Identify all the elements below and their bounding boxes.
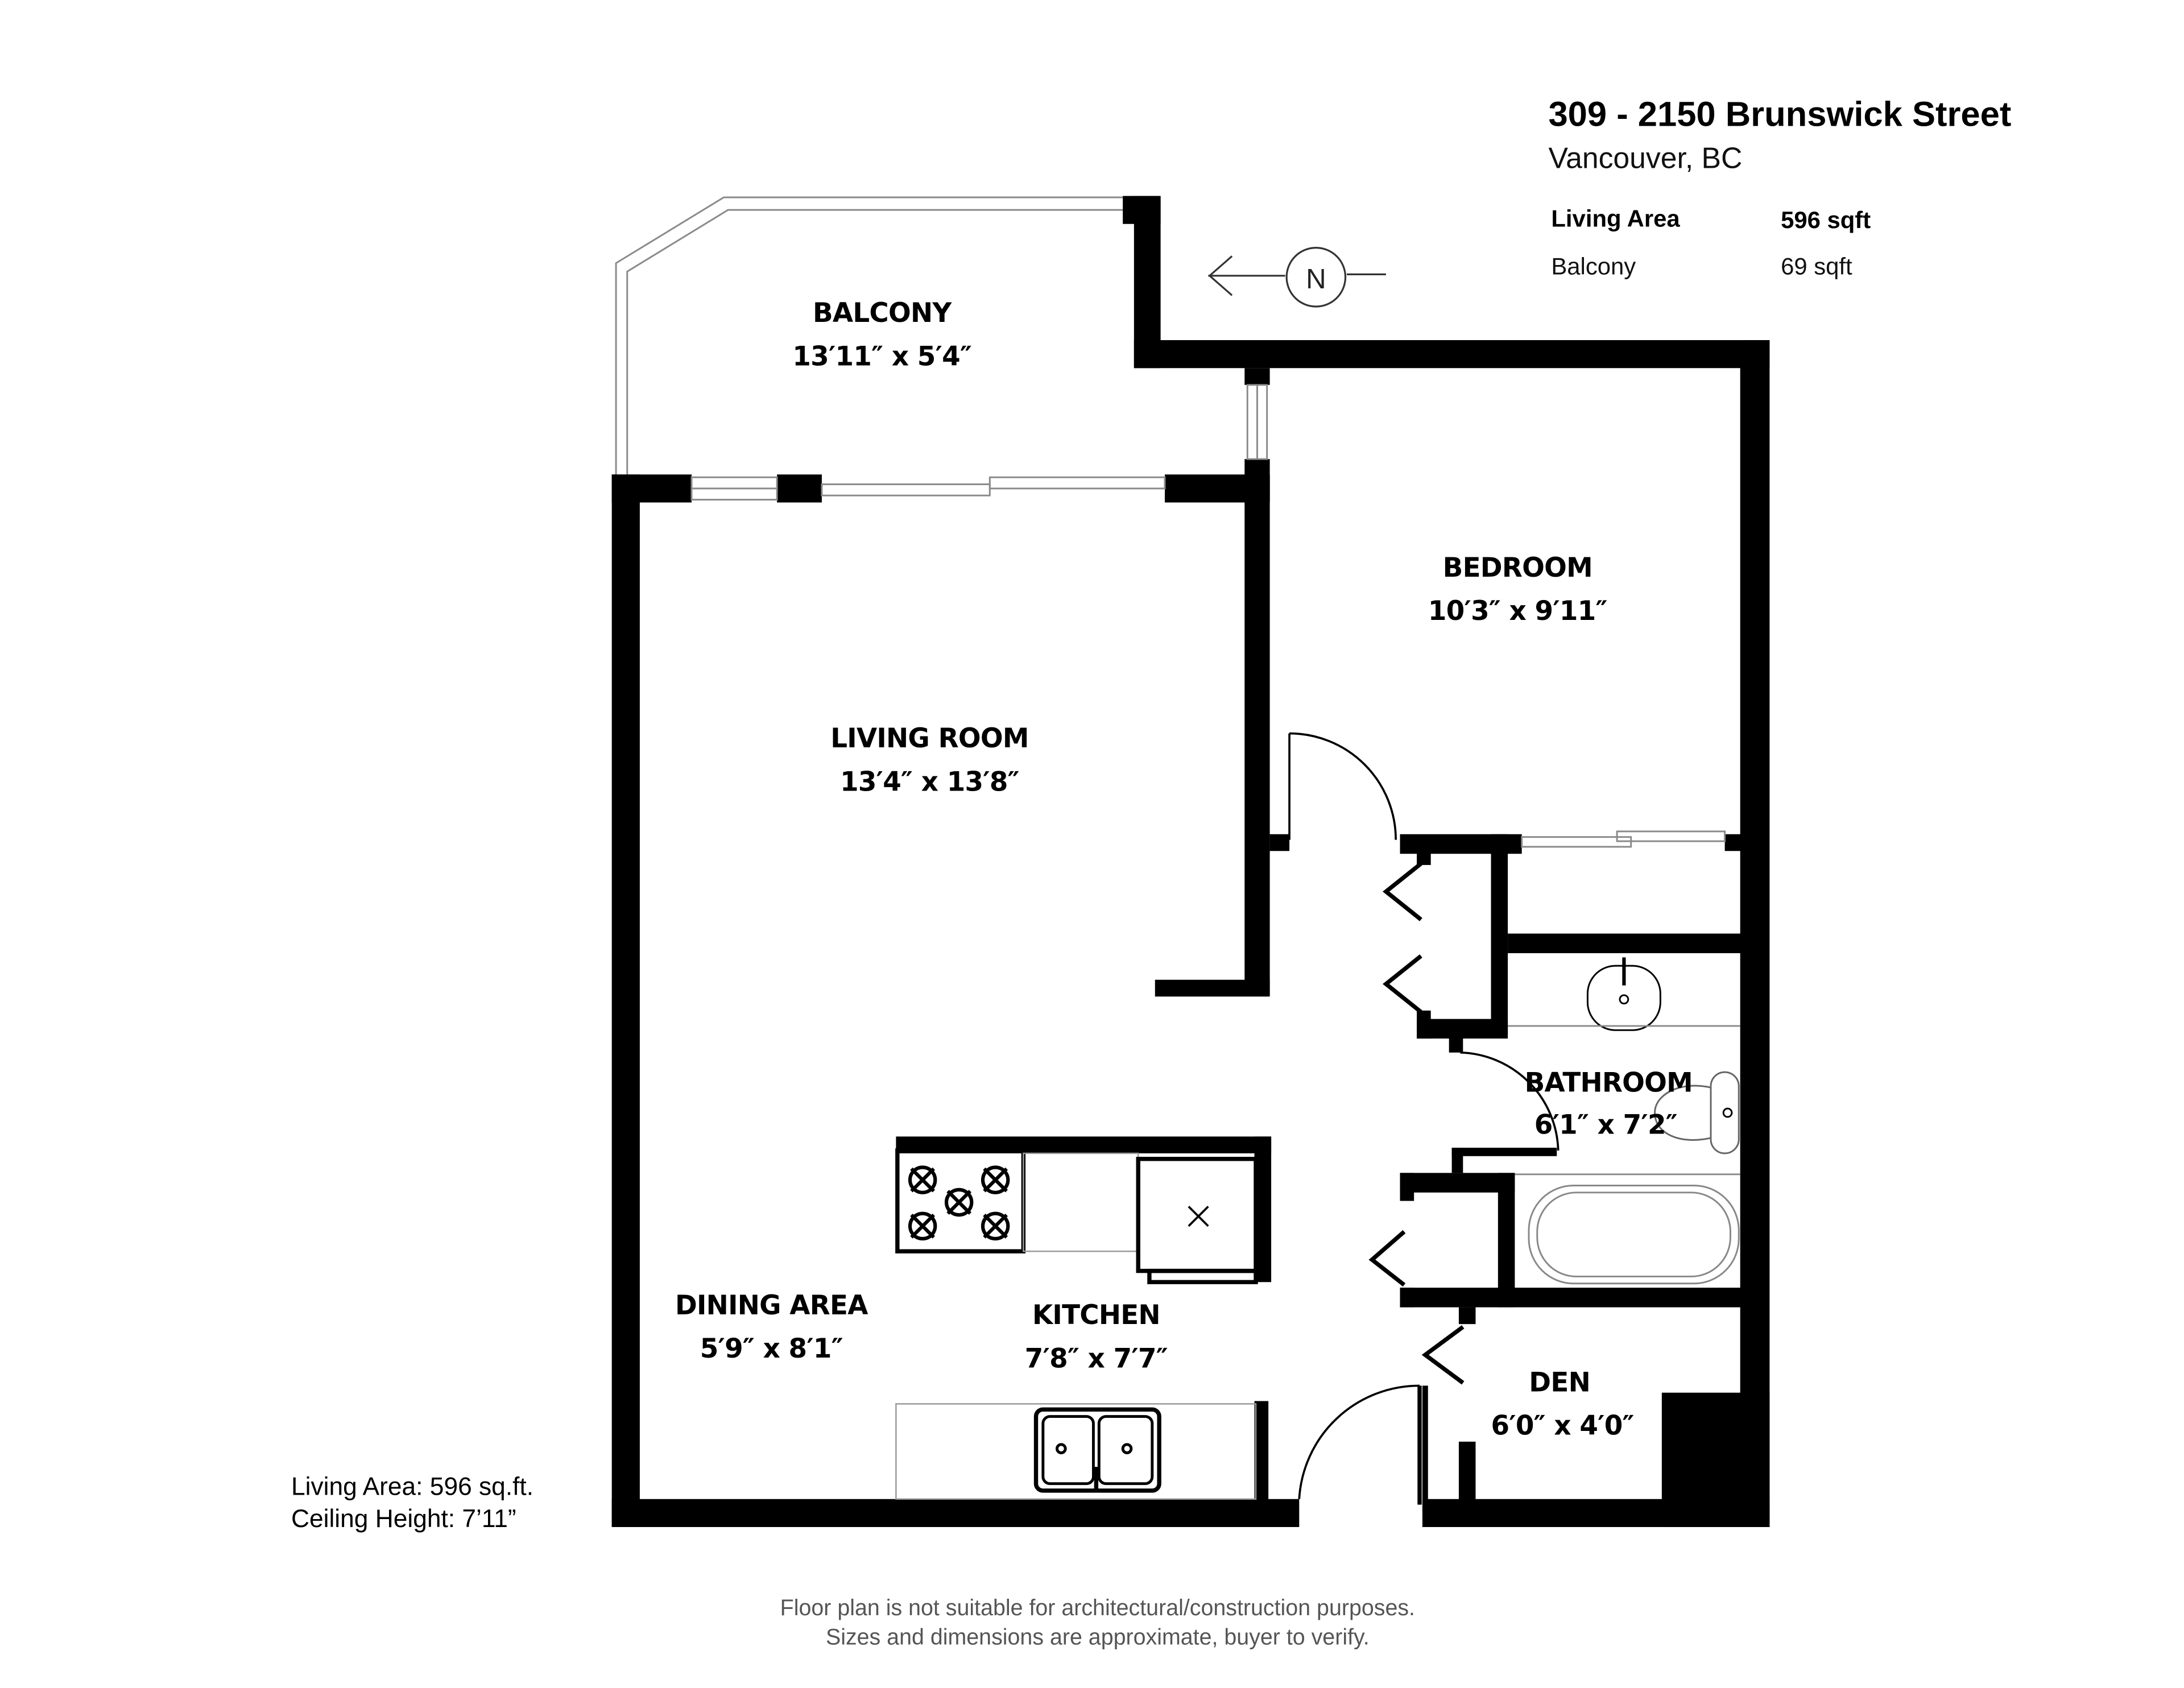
walls	[611, 196, 1770, 1527]
room-label-kitchen: KITCHEN 7′8″ x 7′7″	[1025, 1300, 1168, 1374]
bathroom-sink-icon	[1586, 957, 1661, 1031]
compass-label: N	[1306, 263, 1326, 295]
disclaimer-line-1: Floor plan is not suitable for architect…	[780, 1595, 1415, 1620]
svg-text:5′9″ x 8′1″: 5′9″ x 8′1″	[700, 1334, 843, 1364]
svg-text:13′11″ x 5′4″: 13′11″ x 5′4″	[792, 341, 971, 372]
balcony-railing	[615, 196, 1123, 479]
svg-text:7′8″ x 7′7″: 7′8″ x 7′7″	[1025, 1343, 1168, 1374]
svg-text:KITCHEN: KITCHEN	[1032, 1300, 1160, 1331]
area-summary-table: Living Area 596 sqft Balcony 69 sqft	[1551, 205, 1871, 280]
svg-text:6′1″ x 7′2″: 6′1″ x 7′2″	[1534, 1110, 1677, 1140]
svg-text:BATHROOM: BATHROOM	[1525, 1068, 1693, 1099]
kitchen-counter-lower	[895, 1403, 1257, 1500]
stove-icon	[895, 1148, 1026, 1253]
north-compass-icon: N	[1208, 247, 1386, 308]
svg-text:BALCONY: BALCONY	[813, 298, 952, 329]
room-label-dining-area: DINING AREA 5′9″ x 8′1″	[675, 1290, 868, 1364]
svg-text:13′4″ x 13′8″: 13′4″ x 13′8″	[840, 767, 1019, 797]
address-title: 309 - 2150 Brunswick Street	[1548, 94, 2011, 134]
svg-text:DEN: DEN	[1529, 1367, 1590, 1398]
svg-text:LIVING ROOM: LIVING ROOM	[830, 723, 1028, 754]
area-value-balcony: 69 sqft	[1781, 253, 1852, 279]
area-label-living: Living Area	[1551, 205, 1680, 232]
room-label-den: DEN 6′0″ x 4′0″	[1491, 1367, 1634, 1442]
room-label-living-room: LIVING ROOM 13′4″ x 13′8″	[830, 723, 1029, 797]
fridge-icon	[1136, 1157, 1258, 1284]
svg-text:6′0″ x 4′0″: 6′0″ x 4′0″	[1491, 1411, 1633, 1442]
svg-text:BEDROOM: BEDROOM	[1443, 553, 1592, 584]
toilet-icon	[1654, 1071, 1740, 1155]
bathtub-icon	[1528, 1185, 1740, 1285]
room-label-bedroom: BEDROOM 10′3″ x 9′11″	[1428, 553, 1607, 627]
disclaimer-line-2: Sizes and dimensions are approximate, bu…	[826, 1625, 1370, 1650]
room-label-balcony: BALCONY 13′11″ x 5′4″	[792, 298, 971, 372]
svg-text:DINING AREA: DINING AREA	[675, 1290, 868, 1321]
doors	[1288, 732, 1560, 1505]
room-label-bathroom: BATHROOM 6′1″ x 7′2″	[1525, 1068, 1693, 1141]
area-label-balcony: Balcony	[1551, 253, 1636, 279]
double-sink-icon	[1033, 1407, 1161, 1493]
city-subtitle: Vancouver, BC	[1548, 141, 1742, 174]
living-area-note: Living Area: 596 sq.ft.	[291, 1472, 533, 1500]
ceiling-height-note: Ceiling Height: 7’11”	[291, 1505, 516, 1533]
kitchen-counter-upper	[1023, 1152, 1139, 1252]
windows	[690, 384, 1726, 848]
svg-text:10′3″ x 9′11″: 10′3″ x 9′11″	[1428, 596, 1607, 627]
area-value-living: 596 sqft	[1781, 206, 1871, 233]
